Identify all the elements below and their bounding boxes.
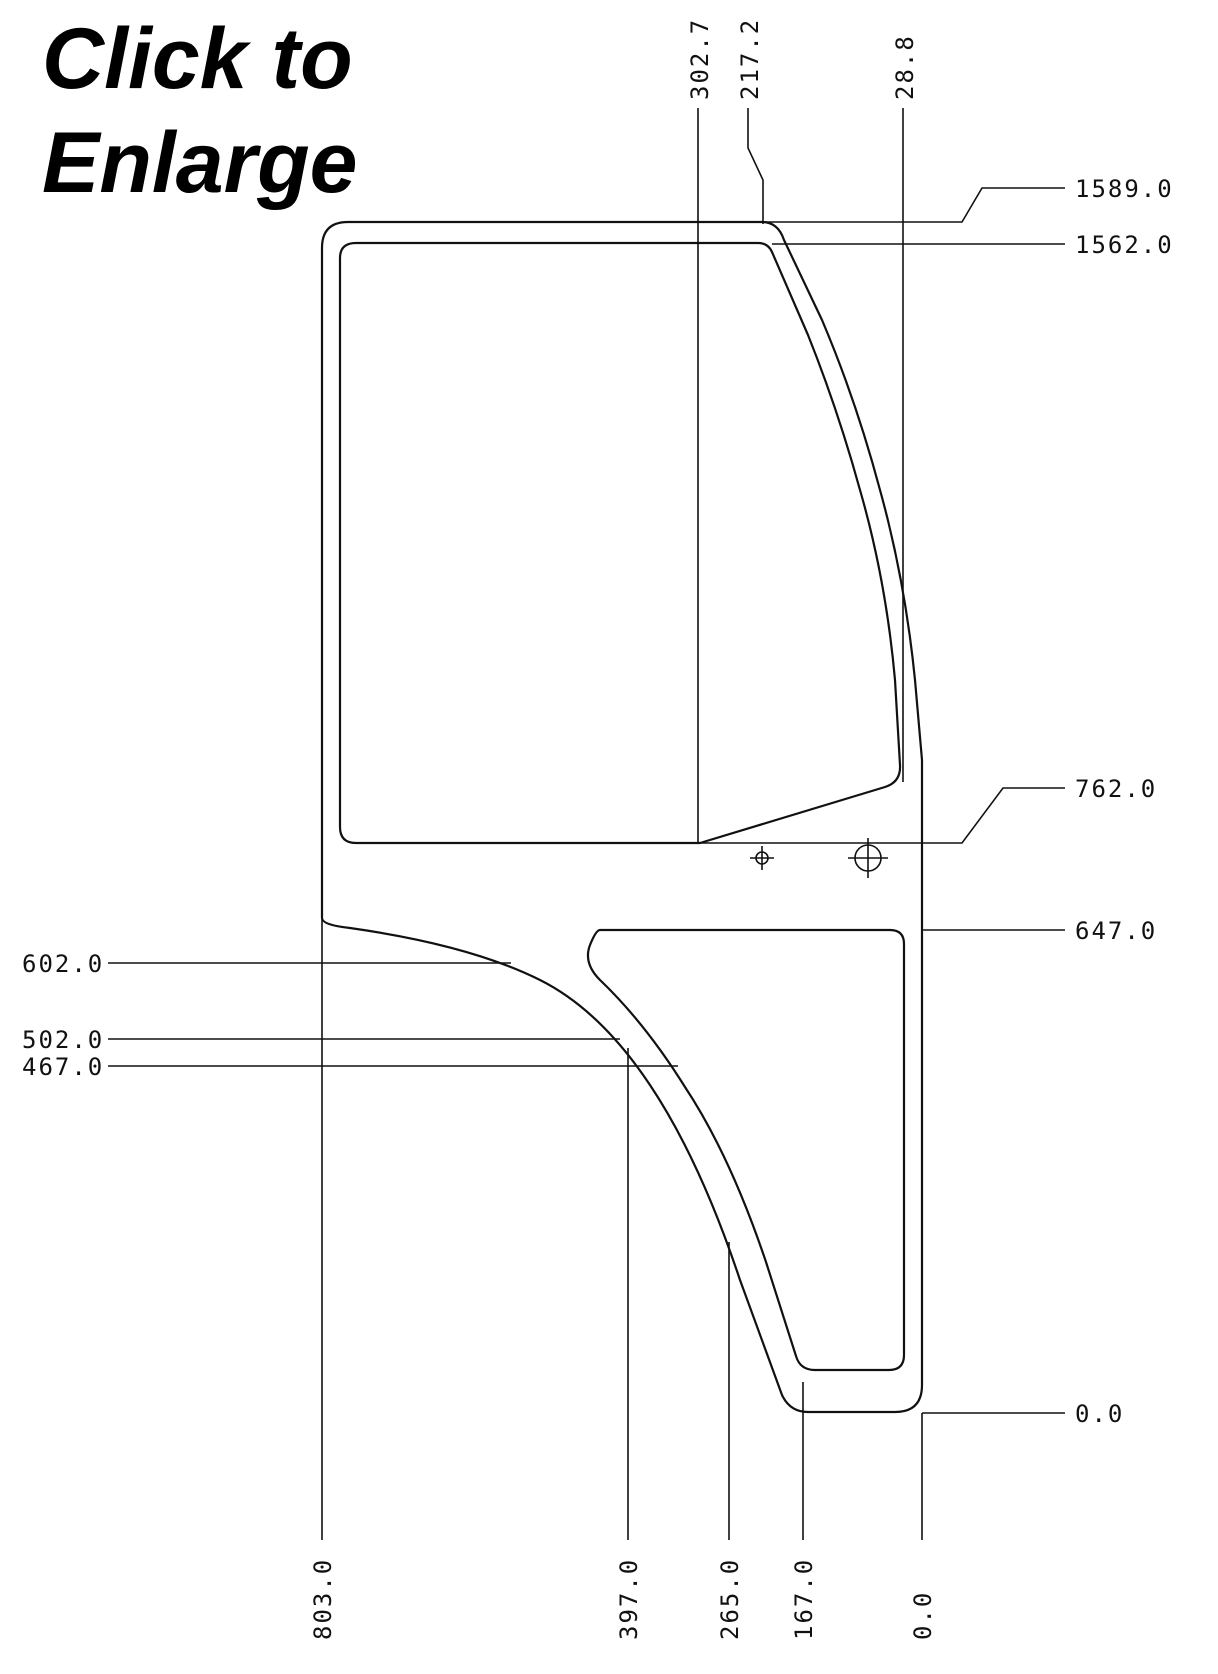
dim-right-647-0[interactable]: 647.0 bbox=[1075, 917, 1157, 945]
left-dimension-leaders bbox=[108, 962, 678, 1067]
top-dimension-leaders bbox=[697, 108, 904, 843]
large-crosshair-icon bbox=[848, 838, 888, 878]
dim-left-502-0[interactable]: 502.0 bbox=[22, 1026, 104, 1054]
door-outer-outline bbox=[320, 220, 924, 1414]
dim-right-1562-0[interactable]: 1562.0 bbox=[1075, 231, 1174, 259]
caption-line-1[interactable]: Click to bbox=[42, 11, 353, 107]
dim-bottom-803-0[interactable]: 803.0 bbox=[309, 1558, 337, 1640]
dim-bottom-265-0[interactable]: 265.0 bbox=[716, 1558, 744, 1640]
dim-bottom-0-0[interactable]: 0.0 bbox=[909, 1591, 937, 1640]
dim-bottom-167-0[interactable]: 167.0 bbox=[790, 1558, 818, 1640]
dim-left-602-0[interactable]: 602.0 bbox=[22, 950, 104, 978]
dim-top-28-8[interactable]: 28.8 bbox=[891, 34, 919, 100]
dim-right-1589-0[interactable]: 1589.0 bbox=[1075, 175, 1174, 203]
dim-top-217-2[interactable]: 217.2 bbox=[736, 18, 764, 100]
dim-right-0-0[interactable]: 0.0 bbox=[1075, 1400, 1124, 1428]
dim-top-302-7[interactable]: 302.7 bbox=[686, 18, 714, 100]
dim-bottom-397-0[interactable]: 397.0 bbox=[615, 1558, 643, 1640]
bottom-dimension-leaders bbox=[321, 912, 923, 1540]
dim-left-467-0[interactable]: 467.0 bbox=[22, 1053, 104, 1081]
right-dimension-leaders bbox=[700, 187, 1065, 1414]
caption-line-2[interactable]: Enlarge bbox=[42, 115, 357, 211]
lower-panel-opening bbox=[586, 928, 906, 1372]
small-crosshair-icon bbox=[750, 846, 774, 870]
window-opening bbox=[338, 241, 902, 845]
dim-right-762-0[interactable]: 762.0 bbox=[1075, 775, 1157, 803]
